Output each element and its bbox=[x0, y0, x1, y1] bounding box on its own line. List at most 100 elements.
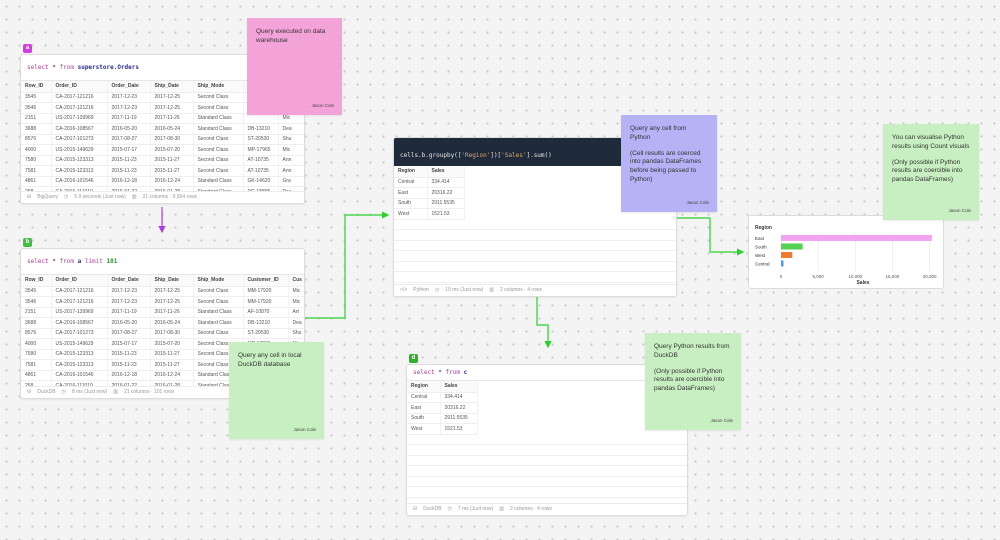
table-cell: Second Class bbox=[193, 165, 244, 177]
table-cell: CA-2016-101546 bbox=[51, 370, 108, 381]
sticky-author: Jason Cole bbox=[686, 199, 709, 205]
table-cell: 3546 bbox=[21, 296, 52, 308]
cell-b-badge[interactable]: b bbox=[23, 238, 32, 247]
column-header[interactable]: Order_Date bbox=[107, 275, 151, 287]
sql-keyword-from: from bbox=[445, 369, 460, 376]
column-header[interactable]: Region bbox=[394, 166, 428, 178]
table-cell: 2017-12-25 bbox=[150, 102, 194, 114]
column-header[interactable]: Region bbox=[407, 381, 441, 393]
table-cell: Art bbox=[288, 307, 304, 318]
sticky-note-python[interactable]: Query any cell from Python (Cell results… bbox=[621, 115, 717, 212]
sticky-author: Jason Cole bbox=[710, 417, 733, 423]
column-header[interactable]: Ship_Date bbox=[150, 275, 194, 287]
table-cell: 3546 bbox=[21, 102, 52, 114]
python-string-sales: 'Sales' bbox=[501, 152, 527, 159]
sticky-note-visualise[interactable]: You can visualise Python results using C… bbox=[883, 124, 979, 220]
sticky-text: Query any cell in local DuckDB database bbox=[238, 352, 302, 368]
column-header[interactable]: Order_Date bbox=[107, 81, 151, 93]
chart-bar-east[interactable] bbox=[781, 235, 932, 241]
sql-keyword-select: select bbox=[27, 64, 49, 71]
footer-shape: 2 columns · 4 rows bbox=[509, 506, 552, 512]
cell-d-badge[interactable]: d bbox=[409, 354, 418, 363]
table-cell: Shu bbox=[278, 134, 304, 145]
empty-grid-area bbox=[407, 435, 687, 498]
table-cell: CA-2015-123313 bbox=[51, 165, 108, 177]
table-cell: 2017-12-23 bbox=[107, 296, 151, 308]
rows-icon: ▥ bbox=[499, 506, 504, 512]
chart-bar-west[interactable] bbox=[781, 252, 793, 258]
table-cell: MM-17920 bbox=[243, 286, 289, 297]
sticky-text: Query executed on data warehouse bbox=[256, 28, 326, 44]
sticky-note-query-python[interactable]: Query Python results from DuckDB (Only p… bbox=[645, 333, 741, 430]
table-cell: 2015-11-23 bbox=[107, 155, 151, 166]
table-cell bbox=[243, 113, 279, 124]
table-cell: Second Class bbox=[193, 92, 244, 103]
sql-keyword-from: from bbox=[59, 258, 74, 265]
cell-a-badge[interactable]: a bbox=[23, 44, 32, 53]
column-header[interactable]: Sales bbox=[427, 166, 465, 178]
table-cell: 2017-12-25 bbox=[150, 296, 194, 308]
table-cell: CA-2016-108567 bbox=[51, 123, 108, 135]
column-header[interactable]: Cus bbox=[288, 275, 304, 287]
footer-shape: 2 columns · 4 rows bbox=[500, 287, 542, 293]
clock-icon: ◷ bbox=[434, 287, 440, 293]
table-cell: DB-13210 bbox=[243, 123, 279, 135]
table-cell: 2015-11-27 bbox=[150, 155, 194, 166]
table-cell: AF-10870 bbox=[243, 307, 289, 318]
column-header[interactable]: Row_ID bbox=[21, 81, 52, 93]
table-cell: CA-2017-121216 bbox=[51, 296, 108, 308]
cell-d-footer: ⛁ DuckDB ◷ 7 ms (Just now) ▥ 2 columns ·… bbox=[407, 503, 687, 515]
edge-b-to-c bbox=[305, 211, 390, 319]
chart-bar-south[interactable] bbox=[781, 243, 803, 250]
table-cell: Ann bbox=[278, 155, 304, 166]
table-cell: 2016-05-24 bbox=[150, 123, 194, 135]
table-cell: MM-17920 bbox=[243, 296, 289, 308]
table-cell: 2016-12-18 bbox=[107, 370, 151, 381]
table-cell: South bbox=[407, 413, 441, 424]
table-cell: Mic bbox=[278, 144, 304, 156]
table-cell: 2017-08-27 bbox=[107, 134, 151, 145]
column-header[interactable]: Customer_ID bbox=[243, 275, 289, 287]
table-cell: 7581 bbox=[21, 359, 52, 371]
column-header[interactable]: Ship_Mode bbox=[193, 275, 244, 287]
table-cell: 8576 bbox=[21, 134, 52, 145]
column-header[interactable]: Order_ID bbox=[51, 275, 108, 287]
table-cell: CA-2017-101273 bbox=[51, 134, 108, 145]
column-header[interactable]: Ship_Date bbox=[150, 81, 194, 93]
table-cell: East bbox=[407, 402, 441, 414]
table-cell: Second Class bbox=[193, 155, 244, 166]
cell-d-code-editor[interactable]: select * from c bbox=[407, 365, 687, 381]
chart-category-label: West bbox=[755, 253, 766, 258]
cell-a-code-editor[interactable]: select * from superstore.Orders bbox=[21, 55, 304, 81]
sticky-text: You can visualise Python results using C… bbox=[892, 134, 970, 150]
table-cell: Central bbox=[394, 177, 428, 188]
cell-b-code-editor[interactable]: select * from a limit 101 bbox=[21, 249, 304, 275]
column-header[interactable]: Ship_Mode bbox=[193, 81, 244, 93]
table-cell: Standard Class bbox=[193, 123, 244, 135]
column-header[interactable]: Order_ID bbox=[51, 81, 108, 93]
cell-c[interactable]: cells.b.groupby(['Region'])['Sales'].sum… bbox=[393, 137, 677, 297]
chart-bar-central[interactable] bbox=[781, 260, 784, 267]
sticky-note-warehouse[interactable]: Query executed on data warehouse Jason C… bbox=[247, 18, 342, 115]
column-header[interactable]: Row_ID bbox=[21, 275, 52, 287]
column-header[interactable]: Sales bbox=[440, 381, 478, 393]
table-cell: West bbox=[407, 423, 441, 435]
table-cell: 7580 bbox=[21, 349, 52, 360]
table-cell: 2017-12-23 bbox=[107, 102, 151, 114]
table-cell: 2015-11-27 bbox=[150, 165, 194, 177]
sticky-note-duckdb[interactable]: Query any cell in local DuckDB database … bbox=[229, 342, 324, 439]
table-cell: US-2017-139969 bbox=[51, 113, 108, 124]
database-icon: ⛁ bbox=[413, 506, 418, 512]
